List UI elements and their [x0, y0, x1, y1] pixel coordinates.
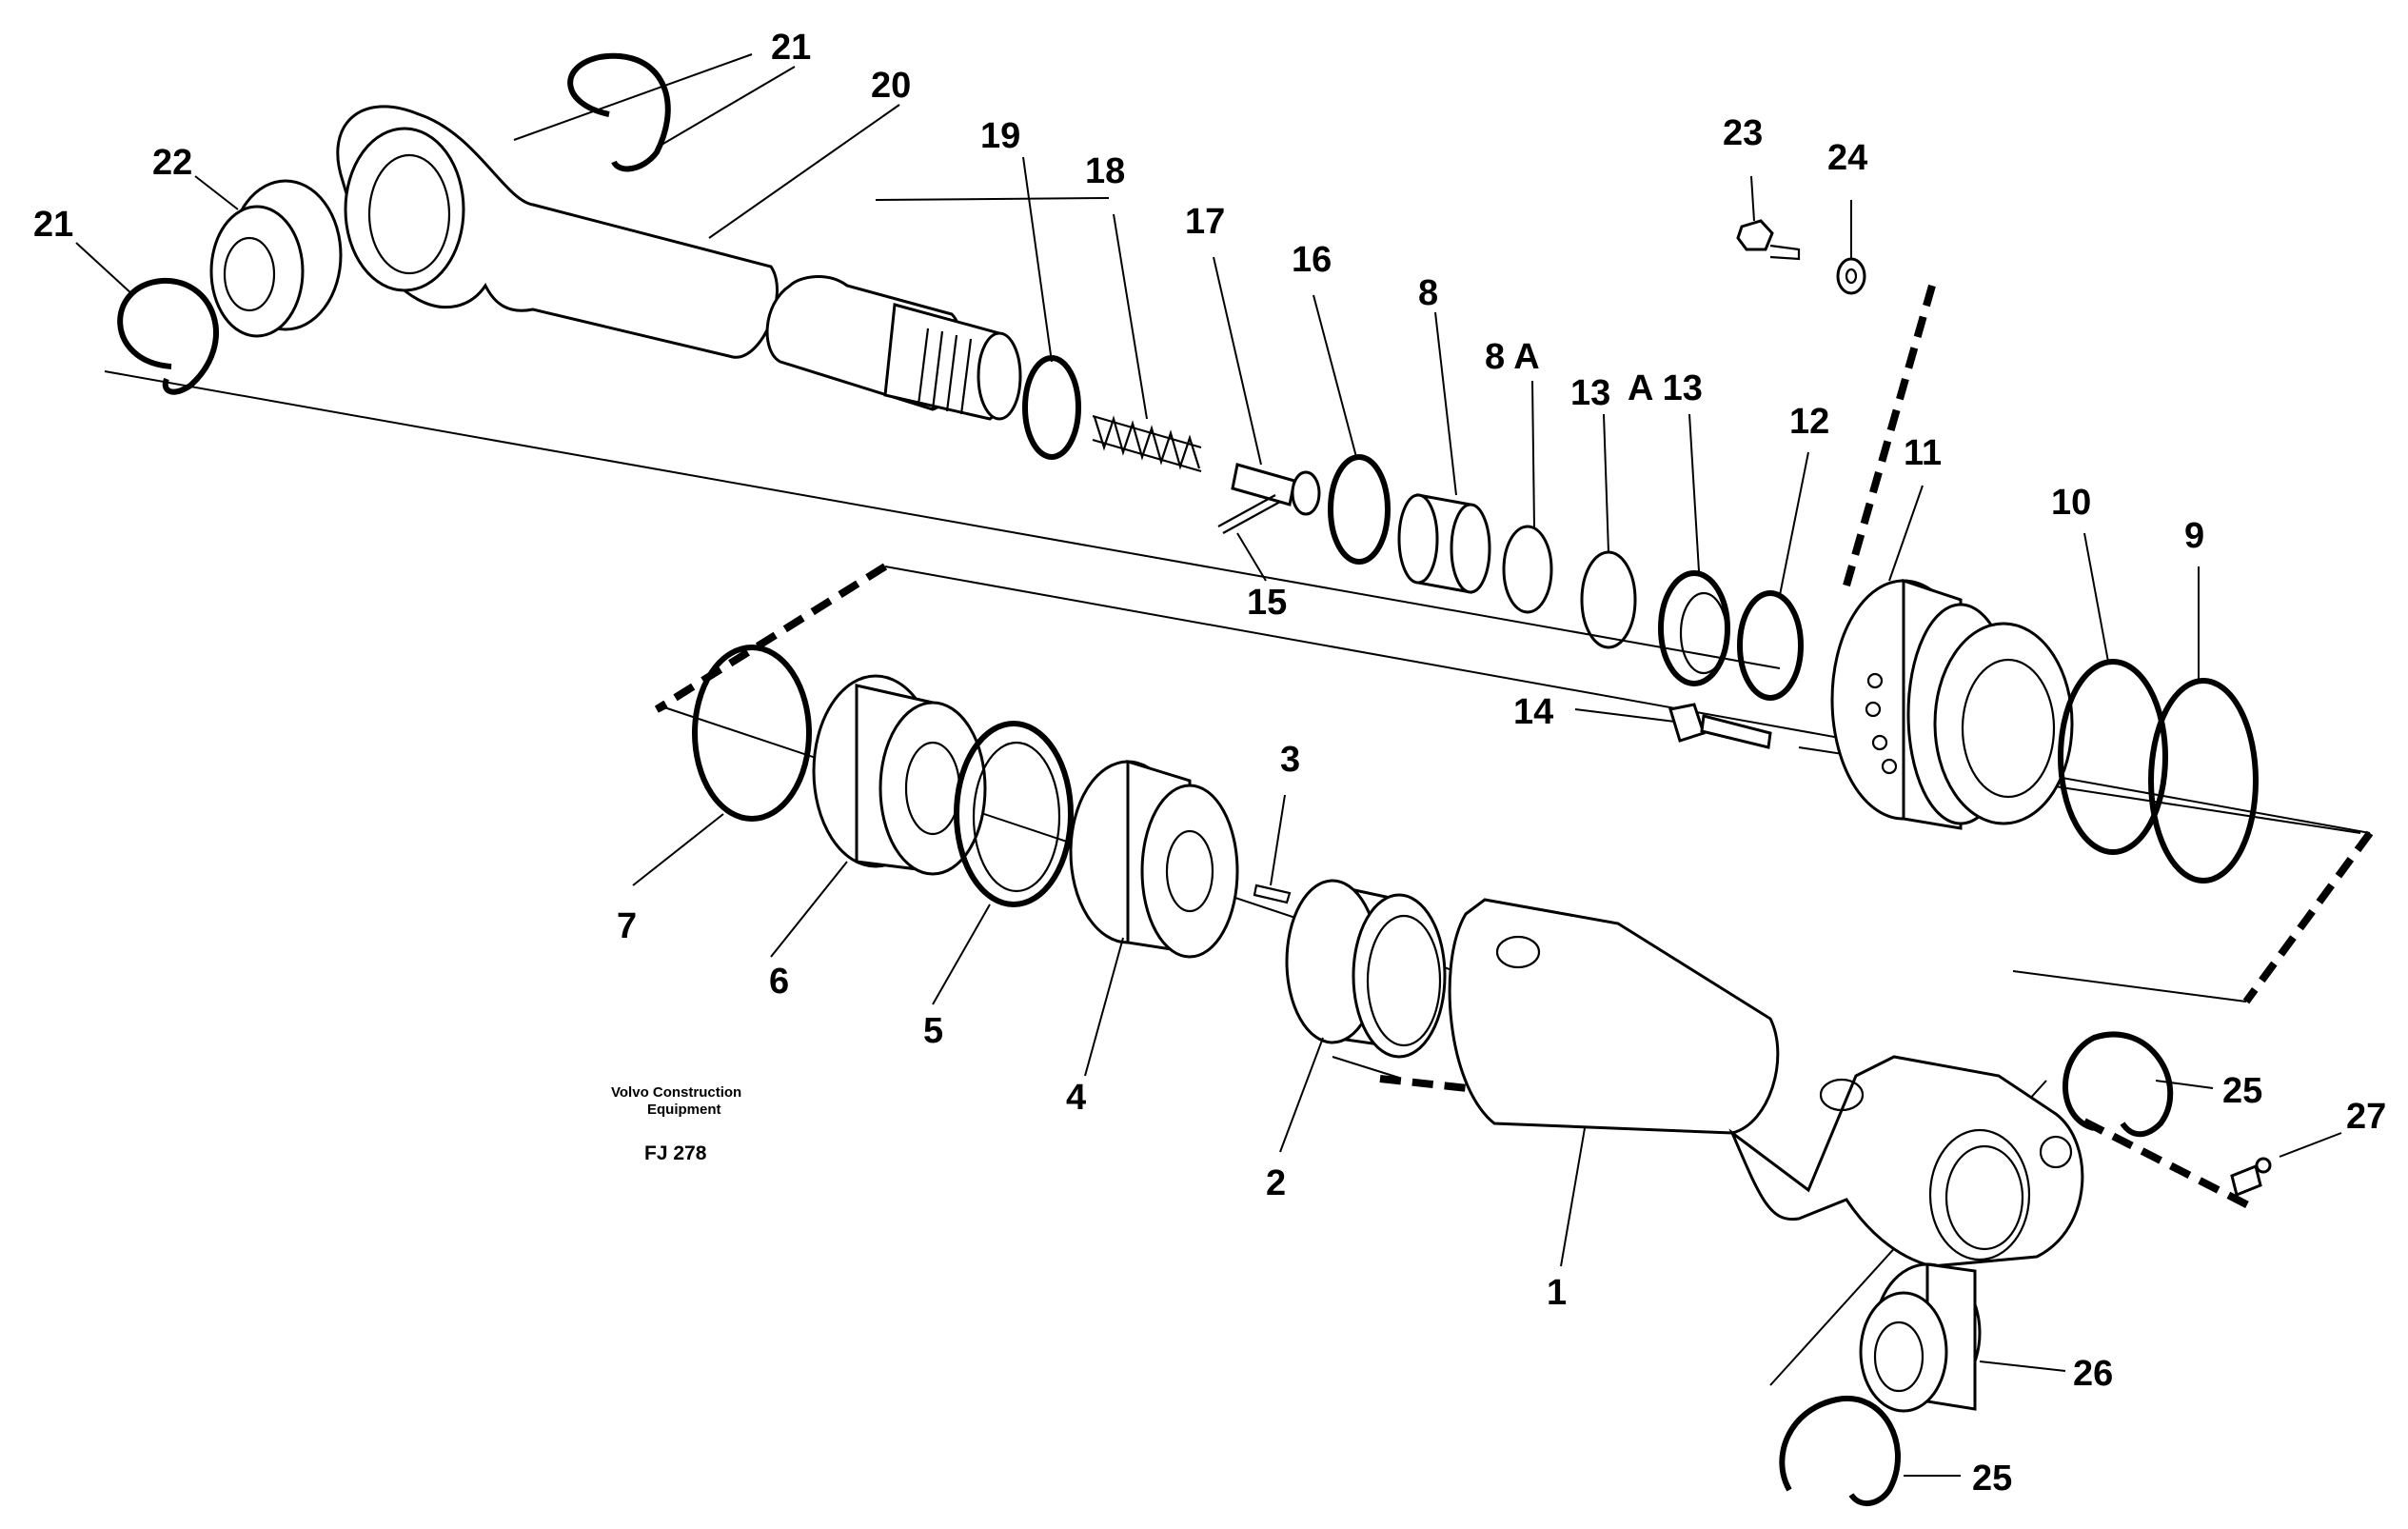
label-24: 24: [1827, 138, 1867, 178]
label-20: 20: [871, 66, 911, 106]
label-21-top: 21: [771, 28, 811, 68]
label-5: 5: [923, 1011, 943, 1051]
label-11: 11: [1904, 433, 1942, 473]
part-13a-seal: [1658, 570, 1730, 686]
part-24-washer: [1836, 257, 1866, 295]
part-12-ring: [1737, 590, 1804, 701]
part-27-grease-nipple: [2230, 1157, 2272, 1198]
part-9-ring: [2148, 678, 2259, 884]
part-23-bolt: [1736, 219, 1801, 261]
label-8a: 8 A: [1485, 337, 1540, 377]
part-6-piston: [812, 674, 987, 876]
part-2-sleeve: [1285, 879, 1447, 1059]
dashed-mounting-frame: [654, 284, 2374, 1213]
label-1: 1: [1547, 1273, 1567, 1313]
part-26-bushing: [1859, 1262, 1982, 1413]
part-4-piston-nut: [1069, 759, 1239, 959]
label-27: 27: [2346, 1097, 2386, 1137]
label-19: 19: [980, 116, 1020, 156]
label-4: 4: [1066, 1078, 1086, 1118]
label-26: 26: [2073, 1354, 2113, 1394]
label-21-left: 21: [33, 205, 73, 245]
part-25-circlip-upper: [2063, 1031, 2174, 1138]
part-3-screw: [1253, 884, 1292, 904]
part-13-ring: [1580, 550, 1637, 649]
part-5-ring: [954, 721, 1074, 907]
part-20-piston-rod: [336, 105, 1022, 421]
part-labels: 21 20 22 21 19 18 17 16 8 8 A 13 A 13 12…: [33, 28, 2386, 1499]
label-14: 14: [1513, 692, 1553, 732]
part-22-bushing: [209, 179, 343, 338]
part-21-circlip-left: [117, 277, 219, 395]
part-11-cylinder-head: [1830, 578, 2074, 830]
label-18: 18: [1085, 151, 1125, 191]
label-25-lower: 25: [1972, 1459, 2012, 1499]
part-7-ring: [692, 645, 812, 822]
label-8: 8: [1418, 273, 1438, 313]
label-13: 13: [1570, 373, 1610, 413]
label-3: 3: [1280, 740, 1300, 780]
label-23: 23: [1723, 113, 1763, 153]
label-10: 10: [2051, 483, 2091, 523]
part-8-sleeve: [1397, 493, 1491, 594]
brand-line-1: Volvo Construction: [611, 1084, 741, 1101]
part-19-o-ring: [1022, 355, 1081, 460]
label-16: 16: [1292, 240, 1332, 280]
figure-code: FJ 278: [644, 1142, 707, 1164]
leader-lines: [75, 66, 2342, 1477]
part-15-split-pin: [1217, 494, 1281, 534]
label-9: 9: [2184, 516, 2204, 556]
part-25-circlip-lower: [1779, 1395, 1901, 1506]
label-7: 7: [617, 906, 637, 946]
label-a13: A 13: [1628, 368, 1703, 408]
rod-thread: [917, 328, 973, 415]
part-8a-ring: [1502, 525, 1553, 614]
part-14-bolt: [1668, 703, 1772, 749]
label-12: 12: [1789, 402, 1829, 442]
part-17-pin: [1231, 463, 1321, 516]
part-1-cylinder-tube: [1448, 898, 2084, 1268]
part-18-spring: [1092, 414, 1202, 473]
part-21-circlip-upper: [567, 52, 671, 172]
label-25-upper: 25: [2222, 1071, 2262, 1111]
label-6: 6: [769, 962, 789, 1002]
part-10-ring: [2058, 659, 2168, 855]
label-17: 17: [1185, 202, 1225, 242]
label-2: 2: [1266, 1163, 1286, 1203]
brand-line-2: Equipment: [647, 1102, 721, 1118]
figure-caption: Volvo Construction Equipment FJ 278: [611, 1084, 741, 1164]
part-16-ring: [1328, 454, 1391, 565]
label-15: 15: [1247, 583, 1287, 623]
label-22: 22: [152, 143, 192, 183]
